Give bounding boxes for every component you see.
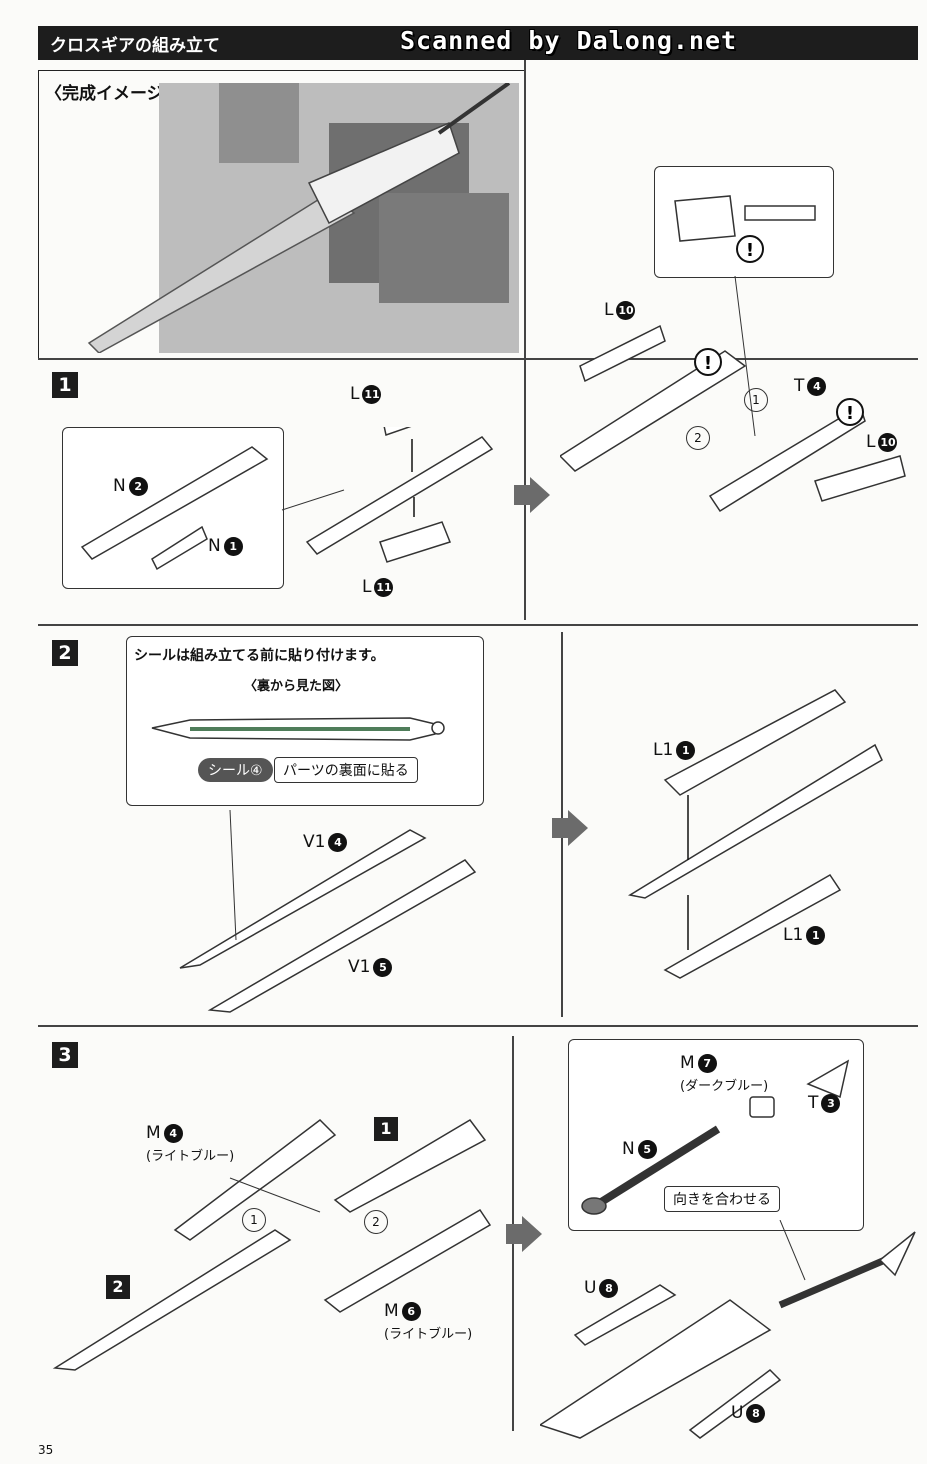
svg-text:!: ! — [704, 353, 712, 374]
vdivider-1 — [524, 60, 526, 620]
step2-flow-arrow — [552, 810, 588, 846]
sticker-hint: パーツの裏面に貼る — [274, 757, 418, 783]
part-number: 1 — [806, 925, 826, 945]
svg-text:!: ! — [846, 403, 854, 424]
part-number: 1 — [676, 740, 696, 760]
step3-detail-illustration — [581, 1059, 850, 1215]
part-letter: V1 — [348, 957, 371, 977]
alignment-hint: 向きを合わせる — [664, 1186, 780, 1212]
divider-step2 — [38, 624, 918, 626]
part-number: 3 — [821, 1093, 841, 1113]
step2-left-illustration — [179, 809, 477, 1013]
step3-right-illustration — [540, 1220, 916, 1439]
step-badge-2: 2 — [52, 640, 78, 666]
part-number: 10 — [616, 300, 636, 320]
sticker-number: シール④ — [198, 758, 273, 782]
part-letter: T — [794, 376, 805, 396]
part-color-m6: (ライトブルー) — [384, 1327, 473, 1342]
part-letter: L — [604, 300, 614, 320]
part-number: 8 — [746, 1403, 766, 1423]
sticker-part-illustration — [151, 717, 445, 741]
part-letter: T — [808, 1093, 819, 1113]
order-marker-2: 2 — [686, 426, 710, 450]
part-number: 7 — [697, 1053, 717, 1073]
part-letter: U — [584, 1278, 597, 1298]
divider-step3 — [38, 1025, 918, 1027]
step3-flow-arrow — [506, 1216, 542, 1252]
part-letter: L — [866, 432, 876, 452]
preview-illustration — [87, 83, 519, 353]
step3-left-illustration — [52, 1119, 492, 1371]
part-color-m4: (ライトブルー) — [146, 1149, 235, 1164]
part-letter: N — [208, 536, 221, 556]
step1-illustration — [80, 427, 494, 571]
part-letter: M — [680, 1053, 695, 1073]
part-number: 5 — [637, 1139, 657, 1159]
sub-ref-1: 1 — [374, 1117, 398, 1141]
step-badge-3: 3 — [52, 1042, 78, 1068]
back-view-label: 〈裏から見た図〉 — [244, 679, 349, 694]
step1-flow-arrow — [514, 477, 550, 513]
part-letter: M — [384, 1301, 399, 1321]
page-title: クロスギアの組み立て — [50, 36, 220, 56]
part-letter: U — [731, 1403, 744, 1423]
preview-panel: 〈完成イメージ〉 — [38, 70, 526, 359]
part-number: 11 — [362, 384, 382, 404]
part-letter: L — [350, 384, 360, 404]
order-marker-3-1: 1 — [242, 1208, 266, 1232]
part-number: 8 — [599, 1278, 619, 1298]
part-number: 4 — [807, 376, 827, 396]
order-marker-3-2: 2 — [364, 1210, 388, 1234]
part-number: 2 — [128, 476, 148, 496]
part-number: 4 — [163, 1123, 183, 1143]
part-number: 11 — [374, 577, 394, 597]
part-number: 1 — [223, 536, 243, 556]
part-color-m7: (ダークブルー) — [680, 1079, 769, 1094]
part-number: 5 — [373, 957, 393, 977]
preview-label: 〈完成イメージ〉 — [45, 84, 181, 104]
header-bar: クロスギアの組み立て — [38, 26, 918, 60]
part-letter: L1 — [653, 740, 674, 760]
svg-text:!: ! — [746, 240, 754, 261]
step2-right-illustration — [627, 689, 883, 979]
sticker-note: シールは組み立てる前に貼り付けます。 — [134, 648, 385, 664]
part-letter: M — [146, 1123, 161, 1143]
step1-right-illustration: ! ! ! — [560, 195, 906, 513]
part-number: 10 — [878, 432, 898, 452]
divider-step1 — [38, 358, 918, 360]
part-letter: L1 — [783, 925, 804, 945]
part-letter: N — [113, 476, 126, 496]
part-letter: N — [622, 1139, 635, 1159]
step-badge-1: 1 — [52, 372, 78, 398]
watermark: Scanned by Dalong.net — [400, 26, 738, 55]
part-number: 4 — [328, 832, 348, 852]
part-letter: V1 — [303, 832, 326, 852]
part-letter: L — [362, 577, 372, 597]
part-number: 6 — [401, 1301, 421, 1321]
sub-ref-2: 2 — [106, 1275, 130, 1299]
order-marker-1: 1 — [744, 388, 768, 412]
page-number: 35 — [38, 1443, 54, 1457]
